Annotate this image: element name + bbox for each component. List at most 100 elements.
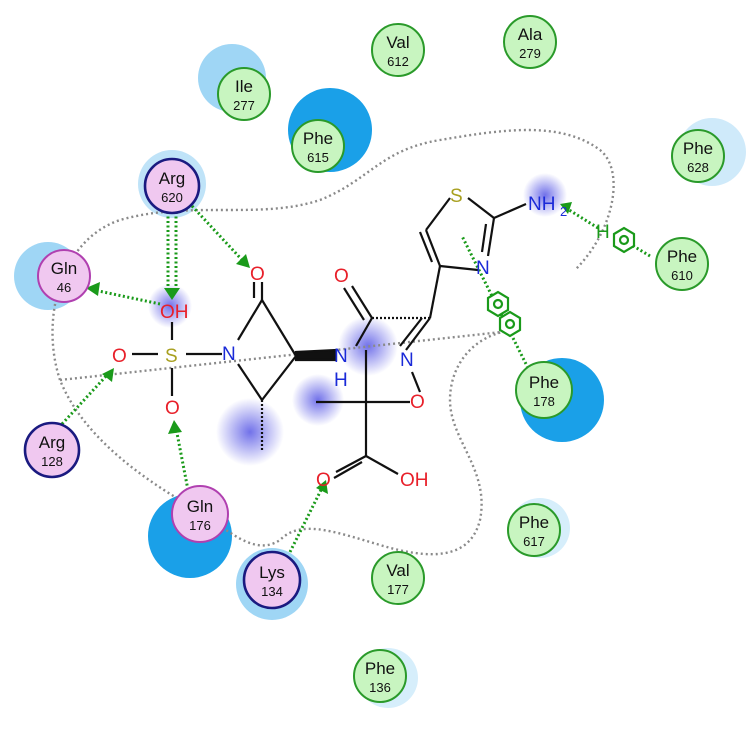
arrowhead-gln176 [168, 420, 182, 434]
exposure-blob-gem-dimethyl [292, 374, 344, 426]
hbond-h-nh2 [565, 206, 599, 230]
residue-number: 176 [189, 518, 211, 533]
hbond-arrowheads [86, 202, 572, 494]
residue-ile277: Ile 277 [217, 67, 271, 121]
residue-number: 178 [533, 394, 555, 409]
residue-number: 277 [233, 98, 255, 113]
residue-gln46: Gln 46 [37, 249, 91, 303]
phe178-ring-lower-inner-icon [504, 318, 516, 330]
bond-ring-3 [261, 355, 297, 401]
arrowhead-o-lactam [236, 254, 250, 268]
residue-name: Arg [159, 169, 185, 188]
residue-name: Lys [259, 563, 285, 582]
hbond-lys134-o [288, 487, 324, 553]
residue-phe617: Phe 617 [507, 503, 561, 557]
hbond-arg128-o [60, 372, 110, 426]
residue-name: Val [386, 561, 409, 580]
residues: Val 612 Ala 279 Ile 277 Phe 615 Phe 628 … [23, 15, 725, 703]
residue-val177: Val 177 [371, 551, 425, 605]
ligand-bonds [132, 197, 527, 479]
atom-o-carboxyl: O [316, 470, 331, 491]
residue-number: 279 [519, 46, 541, 61]
residue-number: 134 [261, 584, 283, 599]
atom-o-sulfonate-left: O [112, 346, 127, 367]
bond-c-n-oxime [405, 317, 431, 351]
exposure-halos [14, 44, 746, 708]
bond-thz-4 [486, 217, 496, 257]
atom-n-lactam: N [222, 344, 236, 365]
residue-name: Val [386, 33, 409, 52]
atom-o-sulfonate-bottom: O [165, 398, 180, 419]
residue-number: 628 [687, 160, 709, 175]
atom-o-amide: O [334, 266, 349, 287]
atom-s-sulfonate: S [165, 346, 178, 367]
phe610-ring-icon [612, 226, 636, 254]
exposure-blob-methyl [216, 398, 284, 466]
residue-phe178: Phe 178 [515, 361, 573, 419]
atom-labels: S NH 2 H N O N O N H O N OH S O O O OH [112, 186, 610, 491]
bond-c-o-amide2 [343, 287, 365, 321]
bond-ring-1 [237, 299, 263, 341]
atom-n-oxime: N [400, 350, 414, 371]
atom-n-thiazole: N [476, 258, 490, 279]
bond-c-thiazole [428, 265, 442, 319]
bond-thz-nh2 [493, 202, 527, 220]
residue-name: Phe [519, 513, 549, 532]
atom-nh-amide-n: N [334, 346, 348, 367]
bond-cooh-o2 [333, 461, 363, 479]
phe178-ring-upper-icon [486, 290, 510, 318]
hbond-gln176-o [174, 427, 190, 491]
residue-number: 177 [387, 582, 409, 597]
atom-nh2: NH [528, 194, 555, 215]
residue-name: Arg [39, 433, 65, 452]
residue-name: Phe [529, 373, 559, 392]
residue-phe610: Phe 610 [655, 237, 709, 291]
residue-number: 136 [369, 680, 391, 695]
pi-ring-icons [486, 226, 636, 338]
bond-nh-c [355, 317, 373, 347]
atom-nh-amide-h: H [334, 370, 348, 391]
atom-o-oxime: O [410, 392, 425, 413]
ligand-exposure-blobs [148, 173, 567, 466]
bond-c-o-amide [351, 285, 373, 319]
residue-ala279: Ala 279 [503, 15, 557, 69]
bond-thz-3 [467, 197, 495, 219]
phe178-ring-upper-inner-icon [492, 298, 504, 310]
arrowhead-arg128 [102, 368, 114, 382]
exposure-blob-nh2 [523, 173, 567, 217]
binding-pocket-outline [51, 128, 615, 556]
phe610-ring-inner-icon [618, 234, 630, 246]
hbond-arg620-o-lactam [190, 204, 246, 264]
arrowhead-oh [164, 288, 180, 300]
atom-s-thiazole: S [450, 186, 463, 207]
residue-phe628: Phe 628 [671, 129, 725, 183]
bond-cooh-o [335, 455, 367, 473]
atom-nh2-sub: 2 [560, 204, 567, 219]
residue-name: Phe [683, 139, 713, 158]
bond-n-o-oxime [410, 371, 422, 393]
residue-number: 617 [523, 534, 545, 549]
atom-h-amine: H [596, 222, 610, 243]
residue-name: Gln [51, 259, 77, 278]
bond-thz-4b [480, 223, 488, 253]
exposure-blob-nh [338, 316, 398, 376]
exposure-blob-oh [148, 284, 192, 328]
residue-arg620: Arg 620 [143, 157, 201, 215]
arrowhead-gln46 [86, 282, 100, 296]
residue-name: Ala [518, 25, 543, 44]
residue-gln176: Gln 176 [171, 485, 229, 543]
bond-wedge-nh [294, 348, 338, 362]
bond-thz-2 [425, 197, 451, 231]
residue-number: 610 [671, 268, 693, 283]
residue-number: 620 [161, 190, 183, 205]
bond-ring-2 [261, 299, 297, 357]
residue-name: Phe [303, 129, 333, 148]
bond-c-n-oxime2 [399, 317, 423, 347]
residue-name: Gln [187, 497, 213, 516]
residue-number: 615 [307, 150, 329, 165]
arrowhead-nh2 [560, 202, 572, 214]
residue-number: 46 [57, 280, 71, 295]
residue-val612: Val 612 [371, 23, 425, 77]
phe178-ring-lower-icon [498, 310, 522, 338]
